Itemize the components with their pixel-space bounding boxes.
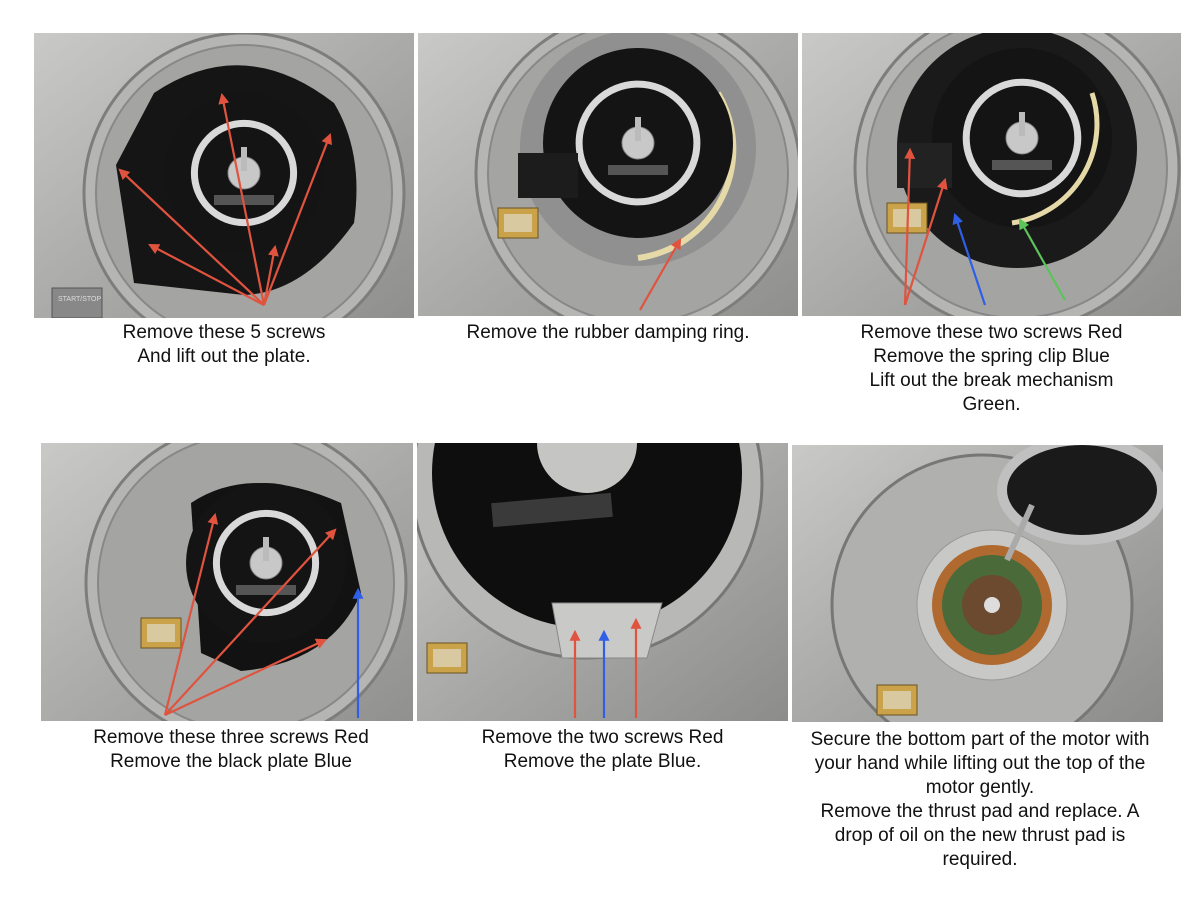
caption-line: Remove the two screws Red [481, 727, 724, 748]
caption-line: Secure the bottom part of the motor with [810, 729, 1150, 750]
arrow-red [218, 92, 266, 306]
spindle-hub [537, 443, 637, 493]
arrow-red [262, 244, 279, 306]
thrust-pad [984, 597, 1000, 613]
caption-line: Remove the plate Blue. [503, 751, 702, 772]
start-stop-label: START/STOP [58, 296, 102, 303]
caption-line: required. [942, 849, 1018, 870]
caption-line: Remove the black plate Blue [110, 751, 352, 772]
caption-step-4: Remove these three screws Red Remove the… [41, 726, 421, 774]
motor-ring [190, 119, 298, 227]
turntable-photo [41, 443, 413, 721]
arrow-red [639, 238, 682, 311]
caption-step-1: Remove these 5 screws And lift out the p… [34, 321, 414, 369]
arrow-red [118, 168, 265, 306]
caption-step-6: Secure the bottom part of the motor with… [782, 728, 1178, 872]
motor-ring [575, 80, 701, 206]
arrow-red [163, 512, 219, 716]
caption-line: Remove these two screws Red [860, 322, 1123, 343]
motor-ring [962, 78, 1082, 198]
caption-line: Remove the rubber damping ring. [466, 322, 750, 343]
motor-photo [792, 445, 1163, 722]
spindle [635, 117, 641, 141]
turntable-photo [802, 33, 1181, 316]
turntable-photo: START/STOP [34, 33, 414, 318]
solenoid-coil [883, 691, 911, 709]
caption-step-5: Remove the two screws Red Remove the pla… [417, 726, 788, 774]
label-plate [992, 160, 1052, 170]
arrow-red [903, 147, 916, 306]
motor-plate [432, 443, 742, 628]
arrow-red [164, 528, 337, 716]
spindle [1004, 503, 1035, 562]
photo-step-3 [802, 33, 1181, 316]
spindle [241, 147, 247, 171]
brake-band [1011, 92, 1100, 226]
brake-mechanism [518, 153, 578, 198]
caption-step-3: Remove these two screws Red Remove the s… [802, 321, 1181, 417]
caption-line: And lift out the plate. [137, 346, 311, 367]
solenoid-coil [504, 214, 532, 232]
caption-step-2: Remove the rubber damping ring. [418, 321, 798, 345]
arrow-red [262, 132, 332, 306]
caption-line: your hand while lifting out the top of t… [814, 753, 1146, 774]
caption-line: Remove the spring clip Blue [873, 346, 1110, 367]
spindle [1019, 112, 1025, 136]
solenoid-coil [433, 649, 461, 667]
solenoid-coil [147, 624, 175, 642]
caption-line: motor gently. [925, 777, 1035, 798]
label-plate [608, 165, 668, 175]
photo-step-6 [792, 445, 1163, 722]
motor-ring [212, 509, 320, 617]
arrow-green [1018, 218, 1066, 301]
caption-line: Remove the thrust pad and replace. A [820, 801, 1140, 822]
arrow-red [148, 243, 265, 306]
arrow-red [164, 638, 327, 716]
start-stop-button [51, 287, 103, 318]
caption-line: Remove these three screws Red [93, 727, 369, 748]
arrow-blue [952, 212, 987, 306]
turntable-photo [418, 33, 798, 316]
photo-step-4 [41, 443, 413, 721]
turntable-photo [417, 443, 788, 721]
label-plate [236, 585, 296, 595]
caption-line: Remove these 5 screws [122, 322, 326, 343]
label-plate [491, 492, 613, 528]
arrow-red [903, 177, 948, 306]
motor-top-rotor [997, 445, 1163, 545]
mounting-plate [551, 602, 663, 659]
photo-step-1: START/STOP [34, 33, 414, 318]
caption-line: Green. [962, 394, 1021, 415]
caption-line: Lift out the break mechanism [869, 370, 1114, 391]
spindle [263, 537, 269, 561]
photo-step-5 [417, 443, 788, 721]
photo-step-2 [418, 33, 798, 316]
caption-line: drop of oil on the new thrust pad is [834, 825, 1126, 846]
